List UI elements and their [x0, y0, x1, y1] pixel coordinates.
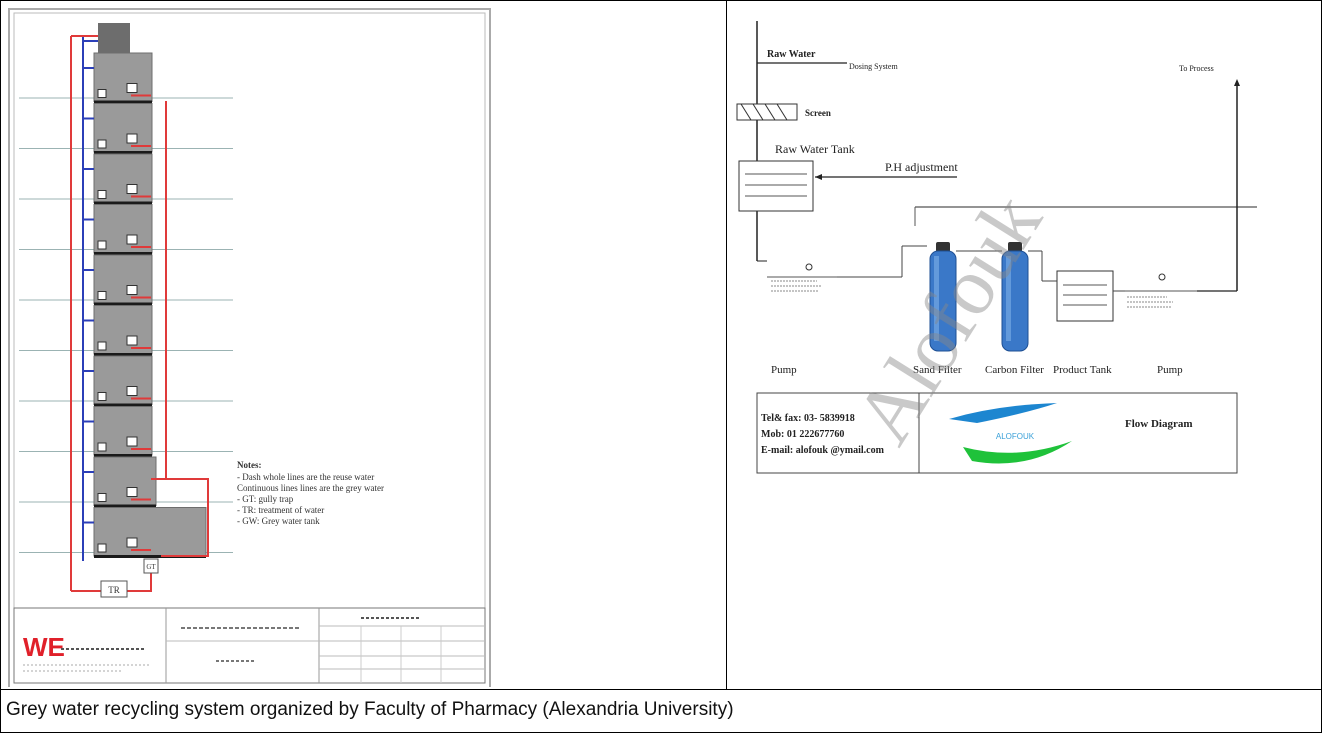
- fixture: [97, 392, 107, 401]
- tr-box: [100, 580, 128, 598]
- screen-box: [736, 103, 798, 121]
- fixture: [97, 341, 107, 351]
- raw-water-tank: [738, 160, 814, 212]
- fixture: [97, 139, 107, 149]
- we-logo: WE: [23, 632, 65, 662]
- fixture: [126, 83, 138, 93]
- floor-slab: [94, 555, 206, 558]
- product-tank-label: Product Tank: [1053, 364, 1112, 376]
- fixture: [126, 133, 138, 144]
- fixture: [97, 291, 107, 300]
- sheet-border: [8, 8, 491, 690]
- flow-diagram-title: Flow Diagram: [1125, 418, 1193, 430]
- logo-text: ALOFOUK: [996, 432, 1035, 441]
- fixture: [126, 436, 138, 447]
- ph-label: P.H adjustment: [885, 160, 958, 174]
- caption-row: Grey water recycling system organized by…: [0, 689, 1322, 733]
- floor-slab: [94, 302, 152, 306]
- screen-label: Screen: [805, 108, 831, 118]
- note-line: Continuous lines lines are the grey wate…: [237, 483, 384, 493]
- fixture: [126, 285, 138, 295]
- fixture: [97, 543, 107, 553]
- floor-slab: [94, 252, 152, 255]
- floor-slab: [94, 403, 152, 407]
- flow-diagram: Raw Water Dosing System To Process Scree…: [736, 21, 1257, 474]
- floor: [93, 507, 207, 557]
- floor-slab: [94, 201, 152, 205]
- raw-water-label: Raw Water: [767, 49, 816, 60]
- contact-email: E-mail: alofouk @ymail.com: [761, 445, 885, 456]
- pump-2-label: Pump: [1157, 364, 1183, 376]
- notes-title: Notes:: [237, 460, 262, 470]
- floor-slab: [94, 504, 156, 508]
- raw-tank-label: Raw Water Tank: [775, 142, 855, 156]
- flow-diagram-cell: Raw Water Dosing System To Process Scree…: [727, 1, 1321, 689]
- fixture: [97, 190, 107, 199]
- fixture: [126, 184, 138, 194]
- gt-box: [143, 558, 159, 574]
- contact-tel: Tel& fax: 03- 5839918: [761, 413, 855, 424]
- note-line: - GW: Grey water tank: [237, 516, 320, 526]
- fixture: [126, 234, 138, 245]
- gt-label: GT: [146, 563, 156, 571]
- fixture: [126, 537, 138, 548]
- building-floors: [83, 52, 207, 558]
- tr-label: TR: [108, 585, 120, 595]
- floor-slab: [94, 100, 152, 104]
- notes-block: Notes: - Dash whole lines are the reuse …: [237, 460, 384, 526]
- sand-filter: [929, 242, 957, 352]
- fixture: [97, 240, 107, 250]
- sand-filter-label: Sand Filter: [913, 364, 962, 376]
- carbon-filter-label: Carbon Filter: [985, 364, 1044, 376]
- floor-slab: [94, 454, 152, 457]
- fixture: [97, 89, 107, 98]
- pump-1: [767, 263, 837, 292]
- fixture: [97, 442, 107, 452]
- floor-slab: [94, 151, 152, 154]
- product-tank: [1056, 270, 1114, 322]
- dosing-label: Dosing System: [849, 62, 898, 71]
- alofouk-logo: ALOFOUK: [949, 403, 1072, 464]
- contact-mob: Mob: 01 222677760: [761, 429, 844, 440]
- note-line: - Dash whole lines are the reuse water: [237, 472, 374, 482]
- pump-1-label: Pump: [771, 364, 797, 376]
- fixture: [97, 493, 107, 502]
- pump-2: [1125, 273, 1197, 308]
- fixture: [126, 487, 138, 497]
- fixture: [126, 335, 138, 346]
- building-drawing: TR GT Notes: - Dash whole lines are the …: [8, 8, 491, 690]
- carbon-filter: [1001, 242, 1029, 352]
- note-line: - TR: treatment of water: [237, 505, 324, 515]
- floor-slab: [94, 353, 152, 356]
- building-drawing-cell: TR GT Notes: - Dash whole lines are the …: [1, 1, 727, 690]
- fixture: [126, 386, 138, 396]
- to-process-label: To Process: [1179, 64, 1214, 73]
- note-line: - GT: gully trap: [237, 494, 294, 504]
- title-block: WE: [13, 607, 486, 684]
- figure-caption: Grey water recycling system organized by…: [6, 699, 734, 720]
- roof-tank: [98, 23, 130, 53]
